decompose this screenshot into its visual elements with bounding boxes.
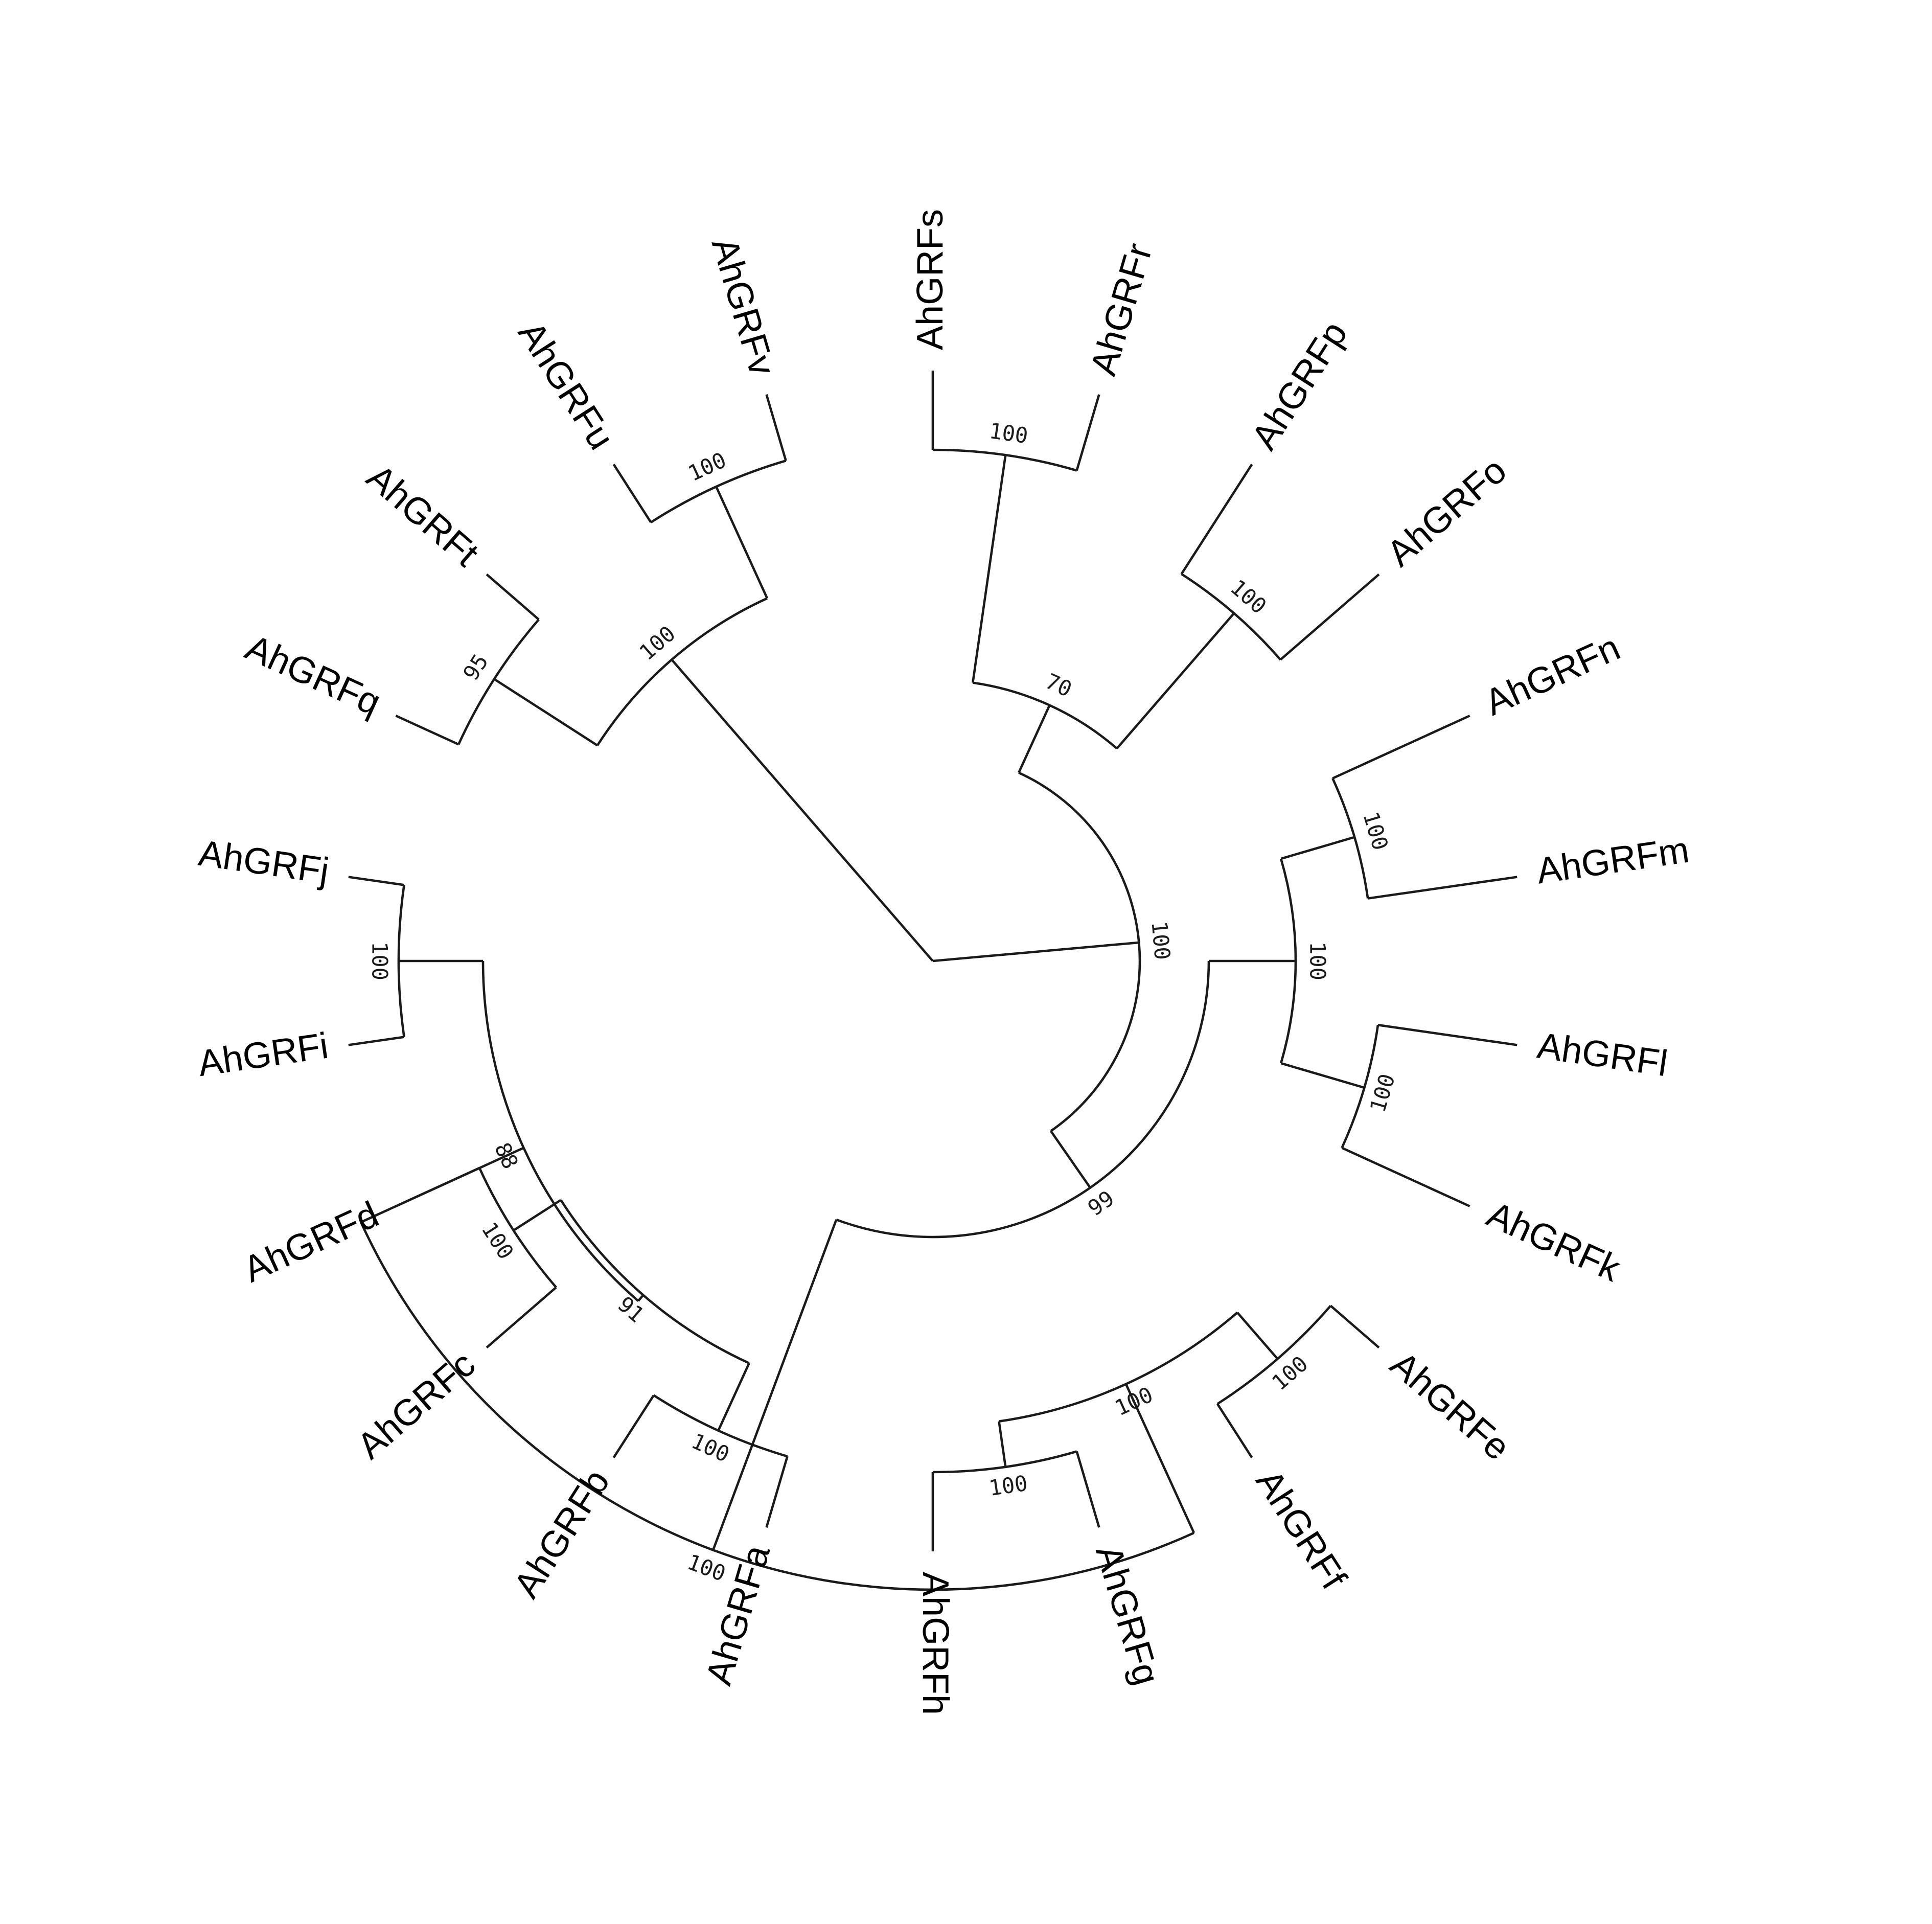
arc-nPO (1181, 572, 1281, 661)
bootstrap-nNM: 100 (1358, 809, 1393, 853)
arc-nIJ (397, 884, 405, 1038)
branch-AhGRFa (765, 1456, 789, 1528)
arc-nEH (999, 1311, 1238, 1423)
bootstrap-nLK: 100 (1365, 1071, 1400, 1115)
branch-AhGRFq (395, 715, 459, 746)
leaf-label-ahgrft: AhGRFt (359, 456, 486, 575)
leaf-label-ahgrfh: AhGRFh (915, 1572, 956, 1715)
arc-nUL (596, 597, 768, 746)
leaf-label-ahgrfk: AhGRFk (1481, 1194, 1626, 1290)
leaf-label-ahgrfn: AhGRFn (1479, 627, 1626, 724)
branch-AhGRFi (348, 1036, 404, 1046)
branch-AhGRFp (1180, 464, 1253, 575)
branch-nGH (998, 1421, 1007, 1468)
branch-nAB (1018, 704, 1051, 773)
leaf-label-ahgrfd: AhGRFd (237, 1194, 384, 1290)
leaf-label-ahgrfq: AhGRFq (240, 627, 387, 724)
arc-nUV (650, 460, 787, 523)
leaf-label-ahgrfv: AhGRFv (704, 233, 783, 380)
bootstrap-nGH: 100 (987, 1471, 1029, 1501)
bootstrap-values: 100 70 100 100 99 100 100 100 100 100 100 100 88 91 10… (367, 418, 1400, 1586)
arc-nSR (932, 448, 1077, 472)
branch-AhGRFv (765, 394, 787, 461)
arc-nLK (1341, 1024, 1379, 1149)
leaf-label-ahgrff: AhGRFf (1248, 1462, 1354, 1597)
arc-nAll (1018, 771, 1141, 1132)
leaf-label-ahgrfi: AhGRFi (195, 1025, 331, 1085)
bootstrap-nAll: 100 (1146, 920, 1175, 961)
arc-nEF (1216, 1304, 1332, 1405)
branch-nSR (972, 454, 1007, 683)
leaf-label-ahgrfc: AhGRFc (350, 1344, 483, 1467)
bootstrap-nR: 99 (1083, 1185, 1118, 1221)
leaf-label-ahgrfg: AhGRFg (1088, 1541, 1167, 1689)
branch-AhGRFm (1367, 876, 1517, 900)
branch-AhGRFt (486, 573, 540, 621)
arc-nLow (1279, 858, 1297, 1064)
arc-nCD (478, 1167, 557, 1289)
bootstrap-n91: 91 (613, 1292, 649, 1327)
branch-AhGRFl (1377, 1023, 1517, 1046)
branch-AhGRFu (612, 464, 652, 523)
leaf-label-ahgrfe: AhGRFe (1383, 1344, 1517, 1469)
branch-AhGRFo (1279, 573, 1380, 661)
branch-nNM (1280, 836, 1355, 860)
bootstrap-nSR: 100 (987, 418, 1029, 448)
arc-nAb (653, 1394, 788, 1458)
leaf-label-ahgrfr: AhGRFr (1083, 239, 1160, 380)
leaf-label-ahgrfj: AhGRFj (196, 833, 332, 892)
branch-nQT (493, 678, 599, 747)
branch-AhGRFc (486, 1286, 557, 1349)
leaf-label-ahgrfo: AhGRFo (1379, 450, 1514, 575)
arc-nR (836, 960, 1210, 1239)
branch-AhGRFd (395, 1166, 480, 1207)
leaf-label-ahgrfm: AhGRFm (1534, 830, 1691, 892)
branch-nAb (717, 1362, 750, 1431)
branch-AhGRFn (1332, 715, 1470, 780)
arc-nQT (457, 619, 540, 745)
branch-AhGRFg (1075, 1451, 1100, 1528)
bootstrap-nAB: 70 (1042, 669, 1075, 702)
branch-nCD (513, 1199, 562, 1232)
branch-AhGRFj (348, 876, 404, 886)
leaf-label-ahgrfl: AhGRFl (1535, 1025, 1670, 1085)
arc-nRight (360, 1222, 1194, 1591)
leaf-label-ahgrfs: AhGRFs (910, 209, 951, 350)
arc-nAB (972, 681, 1118, 750)
branch-AhGRFk (1341, 1147, 1470, 1207)
bootstrap-nQT: 95 (458, 650, 493, 685)
branch-nAll (932, 941, 1139, 963)
bootstrap-nRight: 100 (684, 1549, 729, 1586)
arc-nGH (932, 1450, 1077, 1474)
bootstrap-nIJ: 100 (367, 942, 393, 980)
branch-nEF (1236, 1312, 1279, 1360)
branch-n91 (637, 1294, 645, 1302)
branch-AhGRFb (612, 1394, 655, 1458)
bootstrap-nLow: 100 (1305, 942, 1330, 980)
branch-AhGRFf (1216, 1403, 1253, 1458)
leaf-label-ahgrfu: AhGRFu (510, 314, 622, 457)
bootstrap-nEF: 100 (1267, 1351, 1313, 1395)
branch-nUL (671, 658, 934, 962)
bootstrap-nTop: 88 (490, 1139, 523, 1173)
bootstrap-nUV: 100 (684, 447, 730, 486)
bootstrap-nCD: 100 (477, 1218, 519, 1264)
branch-nRight (712, 1219, 838, 1551)
branch-nPO (1116, 612, 1235, 749)
branch-nUV (715, 486, 769, 599)
branch-nR (1050, 1130, 1091, 1188)
branch-nLK (1280, 1062, 1365, 1089)
arc-n91 (560, 1199, 750, 1364)
arc-nTop (481, 960, 639, 1302)
branch-AhGRFe (1329, 1304, 1380, 1349)
branch-AhGRFr (1075, 394, 1100, 471)
leaf-label-ahgrfb: AhGRFb (506, 1462, 618, 1605)
arc-nNM (1331, 777, 1369, 899)
tree-branches (348, 371, 1517, 1591)
branch-nEH (1124, 1383, 1195, 1533)
leaf-label-ahgrfp: AhGRFp (1244, 314, 1355, 457)
